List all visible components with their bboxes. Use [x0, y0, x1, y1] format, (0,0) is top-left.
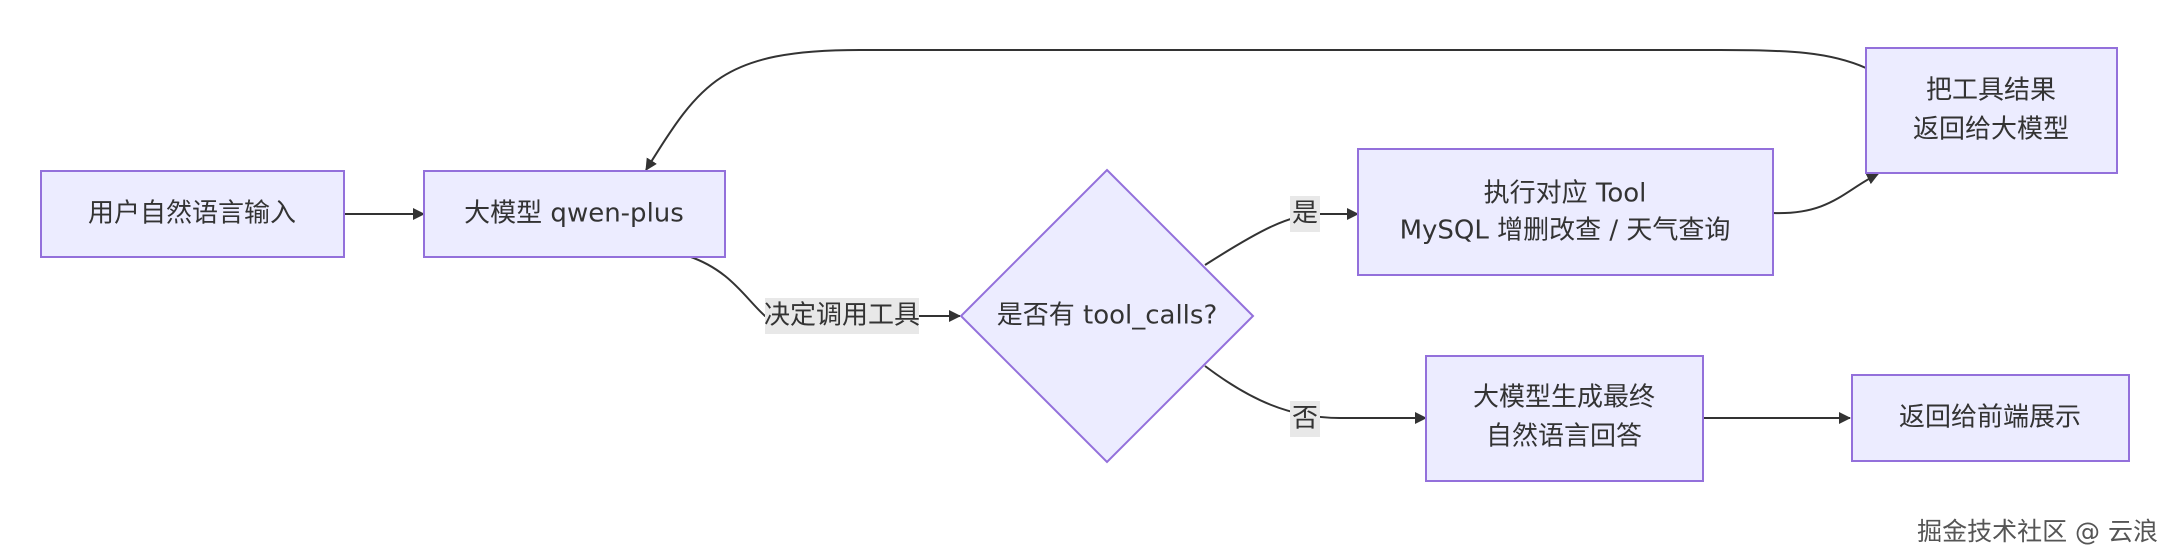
node-final-answer: 大模型生成最终 自然语言回答: [1425, 355, 1704, 482]
edge-decision-no: [1204, 365, 1427, 424]
node-to-frontend-label: 返回给前端展示: [1899, 403, 2081, 433]
edge-label-no-text: 否: [1292, 404, 1318, 434]
node-return-result: 把工具结果 返回给大模型: [1865, 47, 2118, 174]
node-final-answer-line1: 大模型生成最终: [1473, 383, 1655, 413]
edge-label-yes: 是: [1290, 196, 1320, 232]
edge-label-decide-text: 决定调用工具: [764, 301, 920, 331]
node-execute-tool-line1: 执行对应 Tool: [1484, 179, 1647, 209]
edge-tool-to-return: [1772, 173, 1879, 215]
node-execute-tool-line2: MySQL 增删改查 / 天气查询: [1400, 216, 1731, 246]
node-execute-tool: 执行对应 Tool MySQL 增删改查 / 天气查询: [1357, 148, 1774, 276]
node-llm: 大模型 qwen-plus: [423, 170, 726, 258]
edge-label-yes-text: 是: [1292, 199, 1318, 229]
node-user-input: 用户自然语言输入: [40, 170, 345, 258]
edge-decision-yes: [1204, 208, 1359, 266]
node-return-result-line2: 返回给大模型: [1913, 115, 2069, 145]
edge-label-no: 否: [1290, 401, 1320, 437]
node-decision-label: 是否有 tool_calls?: [997, 301, 1218, 331]
edge-label-decide: 决定调用工具: [764, 298, 920, 334]
edge-return-to-llm: [645, 49, 1867, 171]
node-llm-label: 大模型 qwen-plus: [464, 199, 684, 229]
node-return-result-line1: 把工具结果: [1926, 76, 2056, 106]
edge-llm-to-decision: [687, 255, 961, 322]
node-final-answer-line2: 自然语言回答: [1486, 422, 1642, 452]
node-user-input-label: 用户自然语言输入: [88, 199, 296, 229]
node-decision: 是否有 tool_calls?: [959, 168, 1255, 464]
watermark: 掘金技术社区 @ 云浪: [1917, 517, 2158, 546]
node-to-frontend: 返回给前端展示: [1851, 374, 2130, 462]
